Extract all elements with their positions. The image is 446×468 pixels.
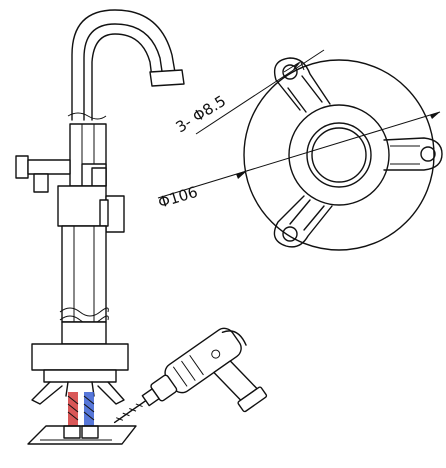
cold-hose: [84, 392, 94, 426]
faucet-drawing: [15, 9, 185, 445]
power-drill-icon: [113, 327, 268, 424]
hole-dimension-label: 3- Φ8.5: [173, 92, 230, 137]
hot-hose: [68, 392, 78, 426]
diameter-label: Φ106: [156, 183, 200, 212]
mounting-plate-drawing: [243, 57, 443, 251]
dimension-hole: 3- Φ8.5: [173, 49, 325, 137]
